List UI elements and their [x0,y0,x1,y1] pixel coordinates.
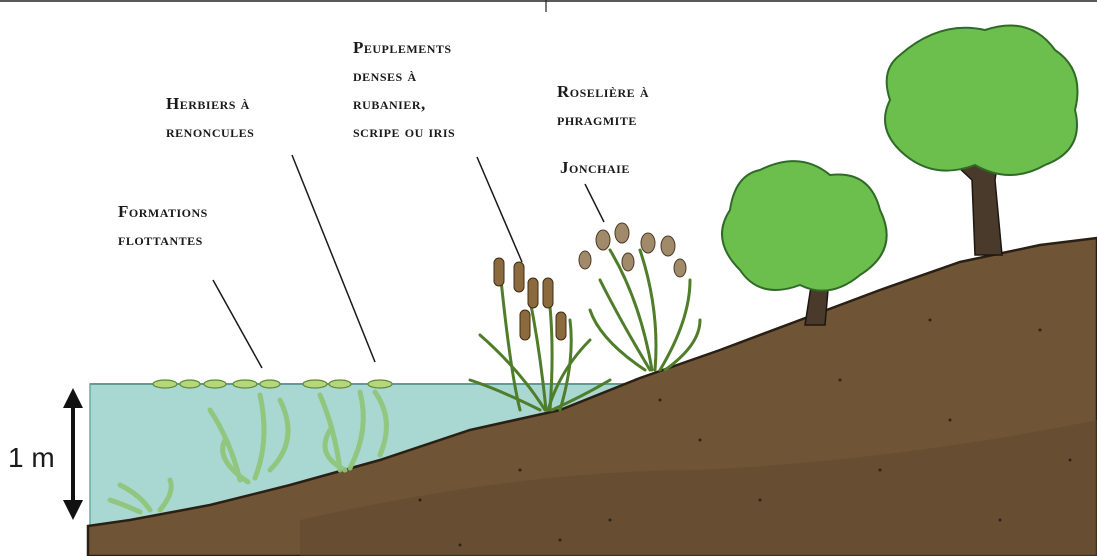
big-tree [885,26,1078,256]
label-formations-line1: Formations [118,198,208,226]
label-jonchaie-line: Jonchaie [560,154,630,182]
label-roseliere-line2: phragmite [557,106,649,134]
leader-lines [213,155,604,368]
leader-herbiers [292,155,375,362]
depth-scale-arrow [63,388,83,520]
leader-peuplements [477,157,522,262]
label-formations-flottantes: Formations flottantes [118,198,208,254]
label-roseliere-phragmite: Roselière à phragmite [557,78,649,134]
label-peuplements-denses: Peuplements denses à rubanier, scripe ou… [353,34,455,146]
label-herbiers-line2: renoncules [166,118,254,146]
label-peuplements-line2: denses à [353,62,455,90]
label-roseliere-line1: Roselière à [557,78,649,106]
label-peuplements-line1: Peuplements [353,34,455,62]
label-jonchaie: Jonchaie [560,154,630,182]
depth-scale-label: 1 m [8,442,55,474]
label-peuplements-line3: rubanier, [353,90,455,118]
label-herbiers-line1: Herbiers à [166,90,254,118]
phragmites-clump [579,223,700,370]
leader-formations [213,280,262,368]
label-herbiers-renoncules: Herbiers à renoncules [166,90,254,146]
label-peuplements-line4: scripe ou iris [353,118,455,146]
leader-jonchaie [585,184,604,222]
label-formations-line2: flottantes [118,226,208,254]
